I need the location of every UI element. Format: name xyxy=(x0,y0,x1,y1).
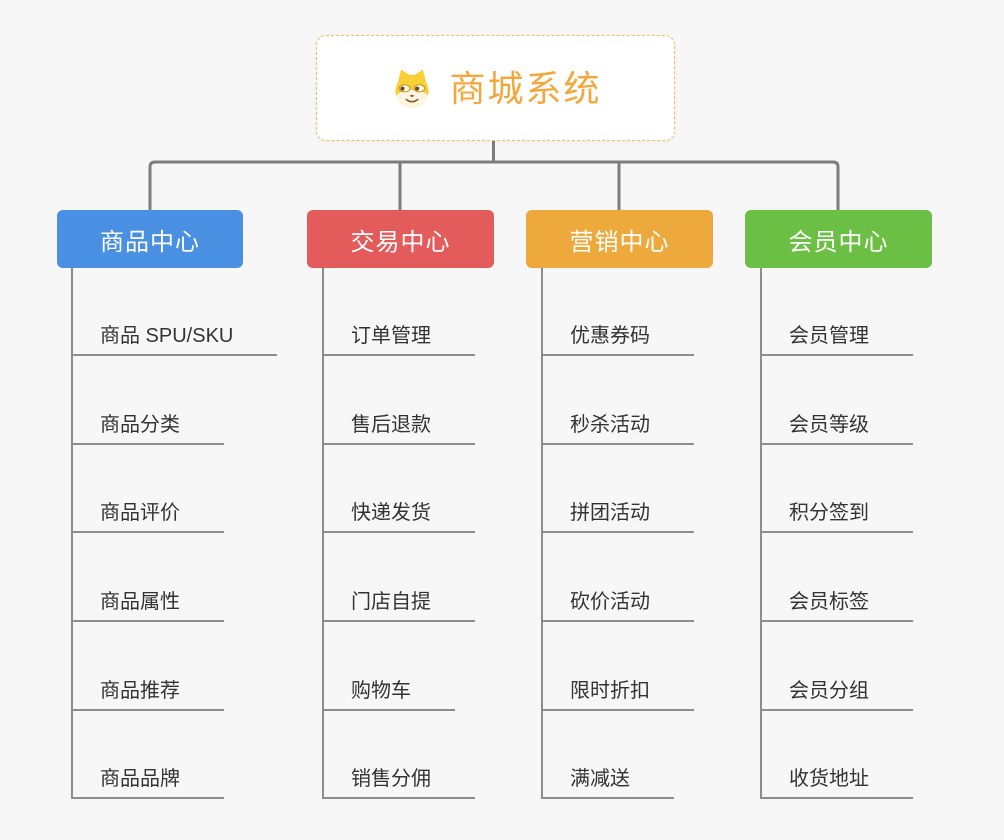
leaf-node[interactable]: 砍价活动 xyxy=(542,578,694,622)
leaf-node[interactable]: 秒杀活动 xyxy=(542,401,694,445)
leaf-node[interactable]: 商品品牌 xyxy=(72,755,224,799)
leaf-node[interactable]: 积分签到 xyxy=(761,489,913,533)
category-label: 会员中心 xyxy=(788,228,889,256)
leaf-node[interactable]: 会员管理 xyxy=(761,312,913,356)
leaf-node[interactable]: 销售分佣 xyxy=(323,755,475,799)
leaf-label: 购物车 xyxy=(351,680,411,702)
category-label: 营销中心 xyxy=(569,228,670,256)
leaf-label: 优惠券码 xyxy=(570,325,650,347)
tree-rail-line xyxy=(148,160,840,210)
leaf-label: 商品评价 xyxy=(100,502,180,524)
root-node[interactable]: 商城系统 xyxy=(316,35,675,141)
leaf-node[interactable]: 优惠券码 xyxy=(542,312,694,356)
leaf-node[interactable]: 拼团活动 xyxy=(542,489,694,533)
leaf-node[interactable]: 购物车 xyxy=(323,667,455,711)
category-node-member[interactable]: 会员中心 xyxy=(745,210,932,268)
leaf-label: 满减送 xyxy=(570,768,630,790)
leaf-label: 快递发货 xyxy=(351,502,431,524)
leaf-node[interactable]: 订单管理 xyxy=(323,312,475,356)
leaf-node[interactable]: 会员等级 xyxy=(761,401,913,445)
leaf-label: 会员等级 xyxy=(789,414,869,436)
category-node-marketing[interactable]: 营销中心 xyxy=(526,210,713,268)
leaf-node[interactable]: 商品评价 xyxy=(72,489,224,533)
leaf-node[interactable]: 商品 SPU/SKU xyxy=(72,312,278,356)
leaf-node[interactable]: 商品属性 xyxy=(72,578,224,622)
leaf-node[interactable]: 快递发货 xyxy=(323,489,475,533)
leaf-node[interactable]: 收货地址 xyxy=(761,755,913,799)
leaf-label: 商品属性 xyxy=(100,591,180,613)
leaf-label: 商品 SPU/SKU xyxy=(100,325,234,347)
doge-face-icon xyxy=(389,66,435,110)
root-label: 商城系统 xyxy=(449,68,602,109)
leaf-label: 会员分组 xyxy=(789,680,869,702)
leaf-node[interactable]: 会员标签 xyxy=(761,578,913,622)
leaf-node[interactable]: 满减送 xyxy=(542,755,674,799)
leaf-label: 会员管理 xyxy=(789,325,869,347)
leaf-node[interactable]: 售后退款 xyxy=(323,401,475,445)
leaf-label: 售后退款 xyxy=(351,414,431,436)
leaf-node[interactable]: 限时折扣 xyxy=(542,667,694,711)
category-node-trade[interactable]: 交易中心 xyxy=(307,210,494,268)
leaf-node[interactable]: 商品分类 xyxy=(72,401,224,445)
leaf-label: 会员标签 xyxy=(789,591,869,613)
leaf-node[interactable]: 商品推荐 xyxy=(72,667,224,711)
leaf-label: 门店自提 xyxy=(351,591,431,613)
category-label: 交易中心 xyxy=(350,228,451,256)
leaf-label: 秒杀活动 xyxy=(570,414,650,436)
category-node-product[interactable]: 商品中心 xyxy=(57,210,243,268)
leaf-label: 收货地址 xyxy=(789,768,869,790)
leaf-label: 销售分佣 xyxy=(351,768,431,790)
leaf-label: 砍价活动 xyxy=(570,591,650,613)
leaf-label: 商品分类 xyxy=(100,414,180,436)
leaf-label: 积分签到 xyxy=(789,502,869,524)
leaf-label: 订单管理 xyxy=(351,325,431,347)
category-label: 商品中心 xyxy=(100,228,200,256)
leaf-node[interactable]: 门店自提 xyxy=(323,578,475,622)
leaf-label: 商品品牌 xyxy=(100,768,180,790)
leaf-node[interactable]: 会员分组 xyxy=(761,667,913,711)
leaf-label: 商品推荐 xyxy=(100,680,180,702)
leaf-label: 限时折扣 xyxy=(570,680,650,702)
leaf-label: 拼团活动 xyxy=(570,502,650,524)
